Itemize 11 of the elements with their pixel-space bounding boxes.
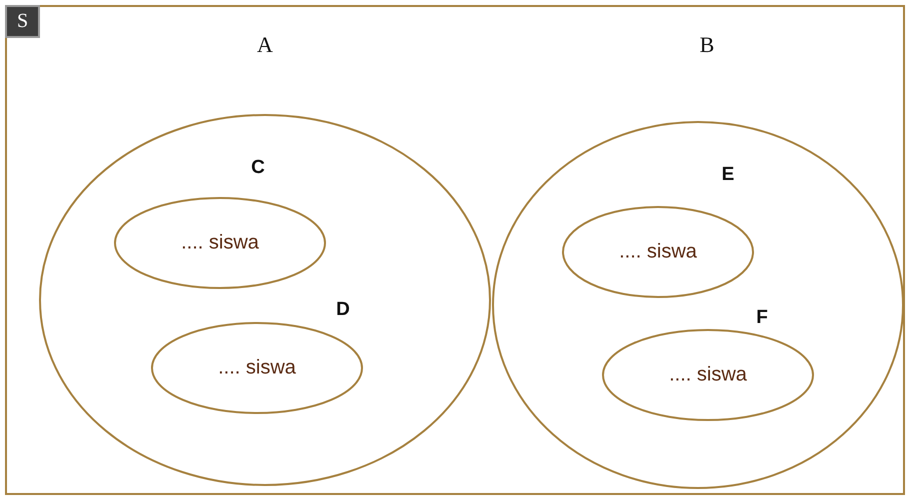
set-label: S bbox=[5, 5, 40, 38]
set-label: A bbox=[257, 32, 273, 58]
count-text: .... siswa bbox=[218, 356, 296, 380]
set-label: B bbox=[700, 32, 714, 58]
count-text: .... siswa bbox=[181, 232, 259, 254]
count-text: .... siswa bbox=[669, 364, 747, 386]
set-label: E bbox=[722, 164, 734, 186]
set-label: F bbox=[756, 307, 768, 329]
count-text: .... siswa bbox=[619, 240, 697, 264]
set-label: C bbox=[251, 157, 265, 179]
set-label: D bbox=[336, 299, 350, 321]
